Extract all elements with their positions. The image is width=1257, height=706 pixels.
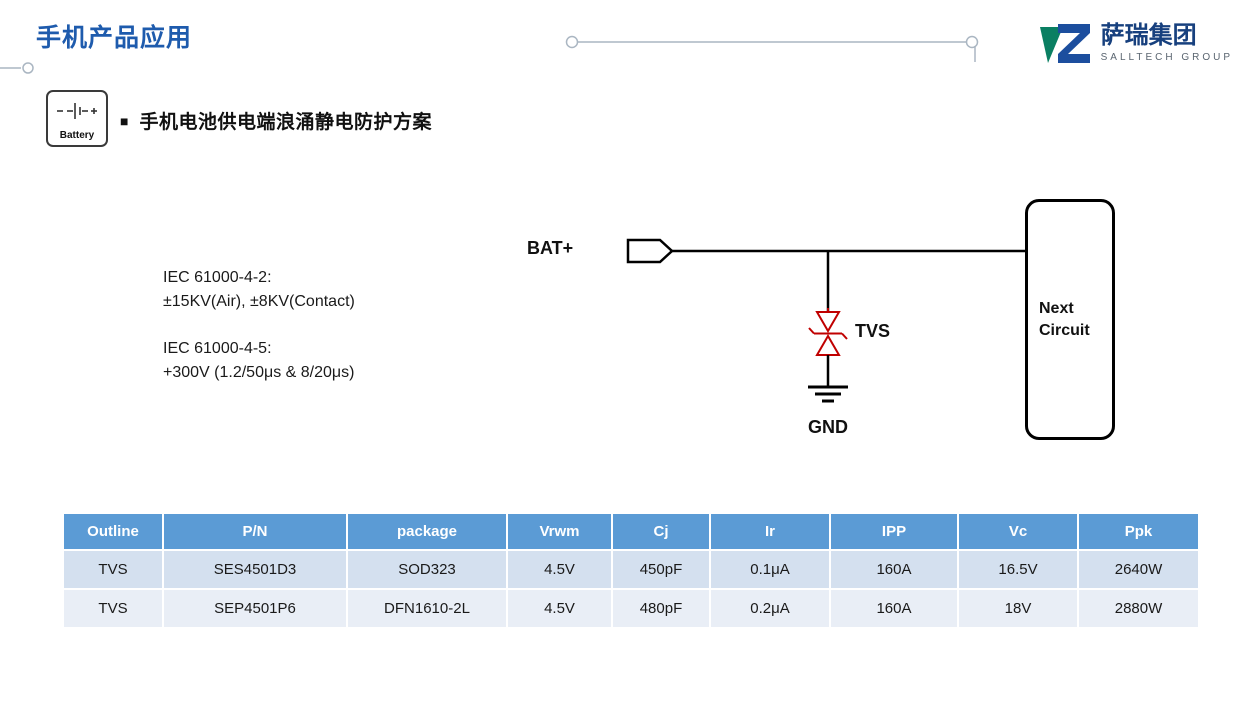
table-cell: 160A — [829, 549, 959, 590]
next-circuit-block: Next Circuit — [1025, 199, 1115, 440]
section-heading-text: 手机电池供电端浪涌静电防护方案 — [139, 112, 432, 133]
header-cell-ppk: Ppk — [1077, 512, 1200, 551]
battery-icon: Battery — [46, 90, 108, 147]
table-header-row: Outline P/N package Vrwm Cj Ir IPP Vc Pp… — [62, 512, 1200, 551]
header-cell-package: package — [346, 512, 508, 551]
table-cell: TVS — [62, 549, 164, 590]
next-circuit-label: Next Circuit — [1039, 299, 1090, 339]
table-row: TVS SEP4501P6 DFN1610-2L 4.5V 480pF 0.2μ… — [62, 588, 1200, 629]
header-cell-vc: Vc — [957, 512, 1079, 551]
table-cell: 18V — [957, 588, 1079, 629]
iec-4-5-title: IEC 61000-4-5: — [163, 340, 272, 357]
header-cell-outline: Outline — [62, 512, 164, 551]
table-cell: 450pF — [611, 549, 711, 590]
iec-4-2-title: IEC 61000-4-2: — [163, 269, 272, 286]
table-cell: 0.1μA — [709, 549, 831, 590]
table-cell: DFN1610-2L — [346, 588, 508, 629]
table-cell: 0.2μA — [709, 588, 831, 629]
header-cell-ir: Ir — [709, 512, 831, 551]
company-logo: 萨瑞集团 SALLTECH GROUP — [1038, 20, 1233, 66]
battery-cell-symbol — [57, 103, 97, 119]
iec-standards-text: IEC 61000-4-2: ±15KV(Air), ±8KV(Contact)… — [163, 266, 355, 385]
table-cell: 2880W — [1077, 588, 1200, 629]
circuit-diagram — [626, 238, 1028, 403]
logo-name: 萨瑞集团 — [1100, 22, 1197, 50]
bat-connector-symbol — [626, 238, 674, 264]
page-title: 手机产品应用 — [36, 24, 193, 52]
square-bullet-icon: ■ — [120, 112, 129, 129]
table-cell: 4.5V — [506, 549, 613, 590]
table-cell: TVS — [62, 588, 164, 629]
table-row: TVS SES4501D3 SOD323 4.5V 450pF 0.1μA 16… — [62, 549, 1200, 590]
bat-plus-label: BAT+ — [527, 238, 574, 258]
tvs-spec-table: Outline P/N package Vrwm Cj Ir IPP Vc Pp… — [62, 512, 1200, 629]
header-cell-vrwm: Vrwm — [506, 512, 613, 551]
battery-icon-label: Battery — [59, 130, 95, 141]
table-cell: 480pF — [611, 588, 711, 629]
gnd-label: GND — [808, 417, 848, 437]
ground-symbol — [808, 385, 848, 403]
section-heading: ■ 手机电池供电端浪涌静电防护方案 — [120, 107, 432, 134]
table-cell: SES4501D3 — [162, 549, 348, 590]
salltech-logo-icon — [1039, 24, 1090, 63]
tvs-diode-symbol — [808, 308, 848, 356]
table-cell: 2640W — [1077, 549, 1200, 590]
iec-4-5-value: +300V (1.2/50μs & 8/20μs) — [163, 364, 355, 381]
table-cell: SEP4501P6 — [162, 588, 348, 629]
table-cell: 4.5V — [506, 588, 613, 629]
table-cell: 16.5V — [957, 549, 1079, 590]
header-cell-cj: Cj — [611, 512, 711, 551]
iec-4-2-value: ±15KV(Air), ±8KV(Contact) — [163, 293, 355, 310]
header-cell-pn: P/N — [162, 512, 348, 551]
header-cell-ipp: IPP — [829, 512, 959, 551]
table-cell: 160A — [829, 588, 959, 629]
logo-subtitle: SALLTECH GROUP — [1100, 51, 1233, 63]
tvs-label: TVS — [855, 321, 891, 341]
table-cell: SOD323 — [346, 549, 508, 590]
